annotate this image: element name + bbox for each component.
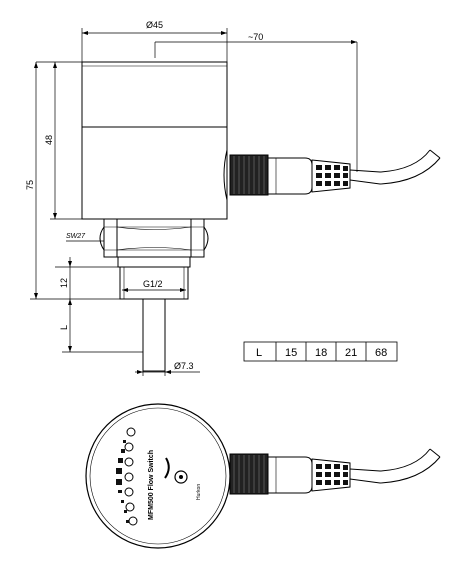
dimension-lines [30, 28, 358, 376]
dim-body-height: 48 [44, 135, 54, 145]
dim-probe-length: L [59, 325, 69, 330]
dim-thread: G1/2 [143, 279, 163, 289]
dim-body-diameter: Ø45 [146, 20, 163, 30]
side-view [81, 61, 228, 372]
cable-connector-side [229, 149, 441, 196]
brand-label: Hurkon [196, 484, 202, 500]
model-label: MFM500 Flow Switch [148, 450, 155, 520]
body-housing [81, 61, 228, 220]
hex-nut [103, 218, 205, 258]
front-housing [85, 403, 231, 549]
table-cell: 15 [285, 347, 297, 359]
dim-probe-diameter: Ø7.3 [174, 361, 194, 371]
dim-overall-length: ~70 [248, 32, 263, 42]
cable-connector-front [229, 448, 441, 495]
front-view: MFM500 Flow Switch Hurkon [85, 403, 231, 549]
probe [142, 298, 166, 372]
dimension-arrows [34, 31, 357, 374]
connector-boss [223, 149, 228, 201]
dim-wrench-size: SW27 [66, 233, 86, 240]
table-cell: 21 [345, 347, 357, 359]
dim-thread-length: 12 [59, 278, 69, 288]
flow-arrow-icon [164, 457, 170, 479]
dim-total-height: 75 [25, 180, 35, 190]
table-cell: 68 [375, 347, 387, 359]
led-circles [124, 427, 138, 526]
length-table: L 15 18 21 68 [243, 341, 398, 362]
table-cell: 18 [315, 347, 327, 359]
table-header-l: L [256, 347, 262, 359]
led-bar-indicators [116, 440, 129, 523]
